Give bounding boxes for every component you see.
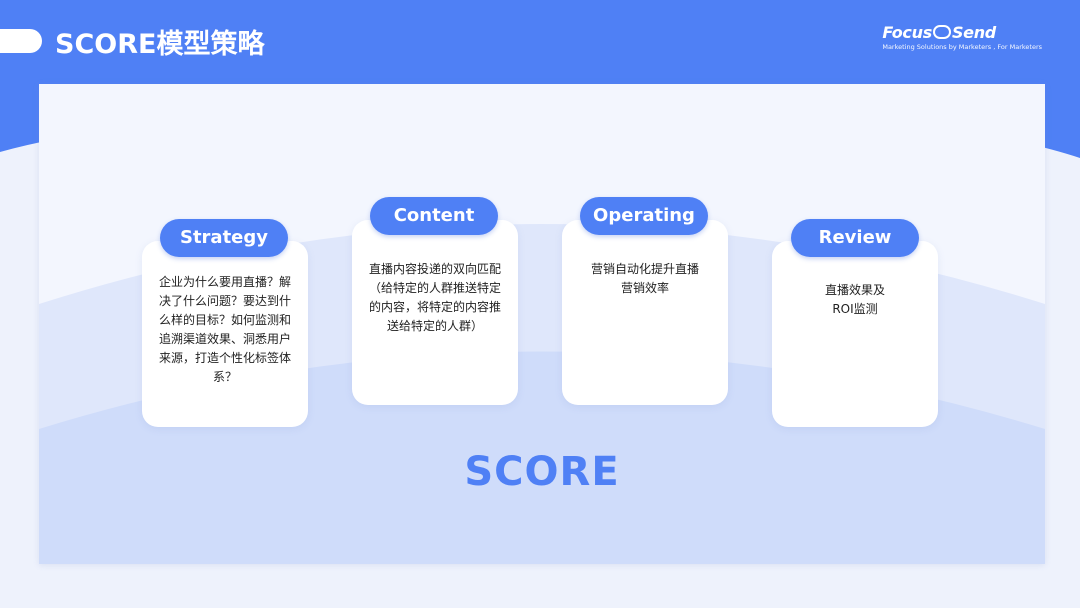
card-content: 直播内容投递的双向匹配（给特定的人群推送特定的内容，将特定的内容推送给特定的人群… <box>352 220 518 405</box>
tag-strategy[interactable]: Strategy <box>160 219 288 257</box>
score-label: SCORE <box>464 449 620 495</box>
page-title: SCORE模型策略 <box>55 29 265 60</box>
card-operating-text: 营销自动化提升直播营销效率 <box>590 262 699 295</box>
content-panel: 企业为什么要用直播？解决了什么问题？要达到什么样的目标？如何监测和追溯渠道效果、… <box>39 84 1045 564</box>
title-pill-decoration <box>0 29 42 53</box>
card-review-text: 直播效果及ROI监测 <box>824 283 885 316</box>
tag-content[interactable]: Content <box>370 197 498 235</box>
card-strategy-text: 企业为什么要用直播？解决了什么问题？要达到什么样的目标？如何监测和追溯渠道效果、… <box>158 275 291 384</box>
card-strategy: 企业为什么要用直播？解决了什么问题？要达到什么样的目标？如何监测和追溯渠道效果、… <box>142 241 308 427</box>
link-icon <box>932 25 951 39</box>
tag-review[interactable]: Review <box>791 219 919 257</box>
brand-tagline: Marketing Solutions by Marketers , For M… <box>882 43 1042 51</box>
brand-name-left: Focus <box>882 23 932 42</box>
brand-name-right: Send <box>951 23 996 42</box>
tag-operating[interactable]: Operating <box>580 197 708 235</box>
card-content-text: 直播内容投递的双向匹配（给特定的人群推送特定的内容，将特定的内容推送给特定的人群… <box>368 262 501 333</box>
brand-logo: Focus Send Marketing Solutions by Markete… <box>882 24 1042 52</box>
card-operating: 营销自动化提升直播营销效率 <box>562 220 728 405</box>
card-review: 直播效果及ROI监测 <box>772 241 938 427</box>
